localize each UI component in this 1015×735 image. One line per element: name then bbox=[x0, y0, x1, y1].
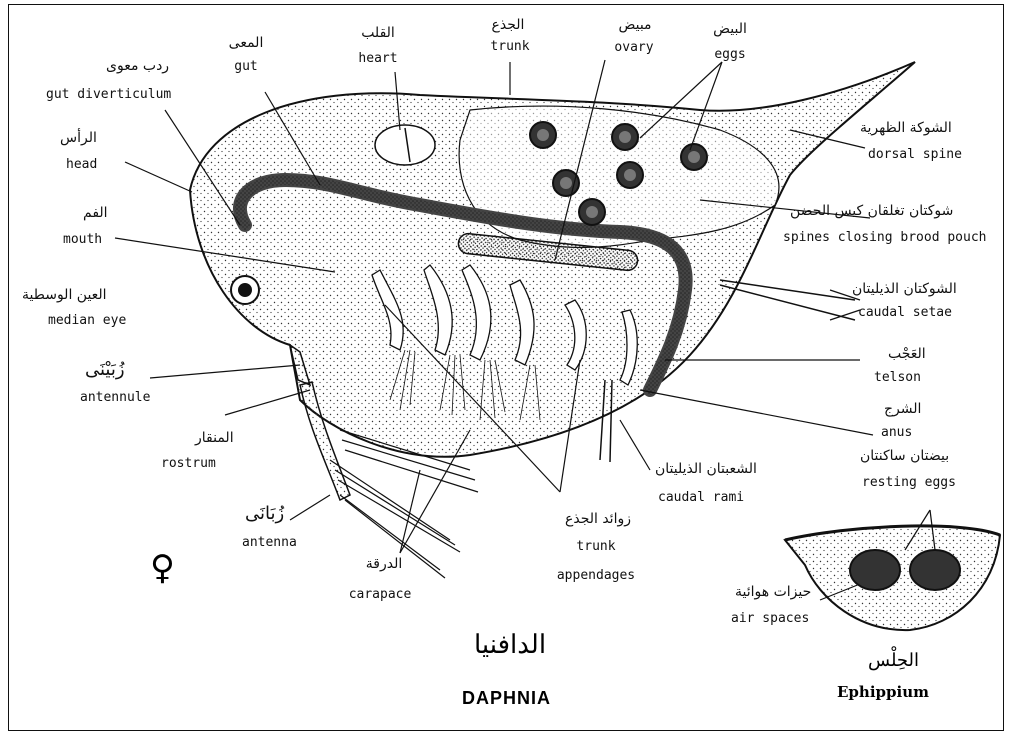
ephippium-ar: الحِلْس bbox=[868, 650, 919, 671]
ovary-ar: مبيض bbox=[618, 17, 651, 33]
antennule-ar: زُبَيْنَى bbox=[85, 362, 125, 378]
carapace-ar: الدرقة bbox=[366, 556, 402, 572]
heart-ar: القلب bbox=[361, 25, 395, 41]
title-en: DAPHNIA bbox=[462, 688, 551, 709]
median-eye-en: median eye bbox=[48, 314, 126, 328]
resting-eggs-ar: بيضتان ساكنتان bbox=[860, 448, 949, 464]
ovary-en: ovary bbox=[614, 41, 653, 55]
caudal-rami-en: caudal rami bbox=[658, 491, 744, 505]
gut-ar: المعى bbox=[229, 35, 264, 51]
gut-diverticulum-ar: ردب معوى bbox=[106, 58, 169, 74]
eggs-ar: البيض bbox=[713, 21, 747, 37]
spines-brood-ar: شوكتان تغلقان كيس الحضن bbox=[790, 203, 953, 219]
ephippium-en: Ephippium bbox=[837, 683, 929, 701]
resting-egg-left bbox=[850, 550, 900, 590]
trunk-appendages-en2: appendages bbox=[557, 569, 635, 583]
antennule-en: antennule bbox=[80, 391, 150, 405]
mouth-ar: الفم bbox=[83, 205, 108, 221]
anus-ar: الشرج bbox=[884, 401, 921, 417]
eggs-en: eggs bbox=[714, 48, 745, 62]
resting-egg-right bbox=[910, 550, 960, 590]
spines-brood-en: spines closing brood pouch bbox=[783, 231, 987, 245]
trunk-en: trunk bbox=[490, 40, 529, 54]
female-symbol: ♀ bbox=[150, 548, 175, 588]
rostrum-en: rostrum bbox=[161, 457, 216, 471]
telson-ar: العَجْب bbox=[888, 346, 926, 362]
head-ar: الرأس bbox=[60, 130, 97, 146]
telson-en: telson bbox=[874, 371, 921, 385]
title-ar: الدافنيا bbox=[474, 630, 546, 660]
caudal-setae-en: caudal setae bbox=[858, 306, 952, 320]
rostrum-ar: المنقار bbox=[195, 430, 234, 446]
resting-eggs-en: resting eggs bbox=[862, 476, 956, 490]
mouth-en: mouth bbox=[63, 233, 102, 247]
anus-en: anus bbox=[881, 426, 912, 440]
heart-en: heart bbox=[358, 52, 397, 66]
trunk-appendages-ar: زوائد الجذع bbox=[565, 511, 631, 527]
caudal-setae-ar: الشوكتان الذيليتان bbox=[852, 281, 957, 297]
trunk-ar: الجذع bbox=[492, 17, 525, 33]
air-spaces-ar: حيزات هوائية bbox=[735, 584, 811, 600]
carapace-en: carapace bbox=[349, 588, 412, 602]
gut-diverticulum-en: gut diverticulum bbox=[46, 88, 171, 102]
median-eye-ar: العين الوسطية bbox=[22, 287, 107, 303]
gut-en: gut bbox=[234, 60, 257, 74]
antenna-ar: زُبَانَى bbox=[245, 506, 284, 522]
caudal-rami-ar: الشعبتان الذيليتان bbox=[655, 461, 757, 477]
dorsal-spine-en: dorsal spine bbox=[868, 148, 962, 162]
air-spaces-en: air spaces bbox=[731, 612, 809, 626]
trunk-appendages-en1: trunk bbox=[576, 540, 615, 554]
caudal-setae-line bbox=[720, 280, 855, 320]
head-en: head bbox=[66, 158, 97, 172]
dorsal-spine-ar: الشوكة الظهرية bbox=[860, 120, 952, 136]
antenna-en: antenna bbox=[242, 536, 297, 550]
